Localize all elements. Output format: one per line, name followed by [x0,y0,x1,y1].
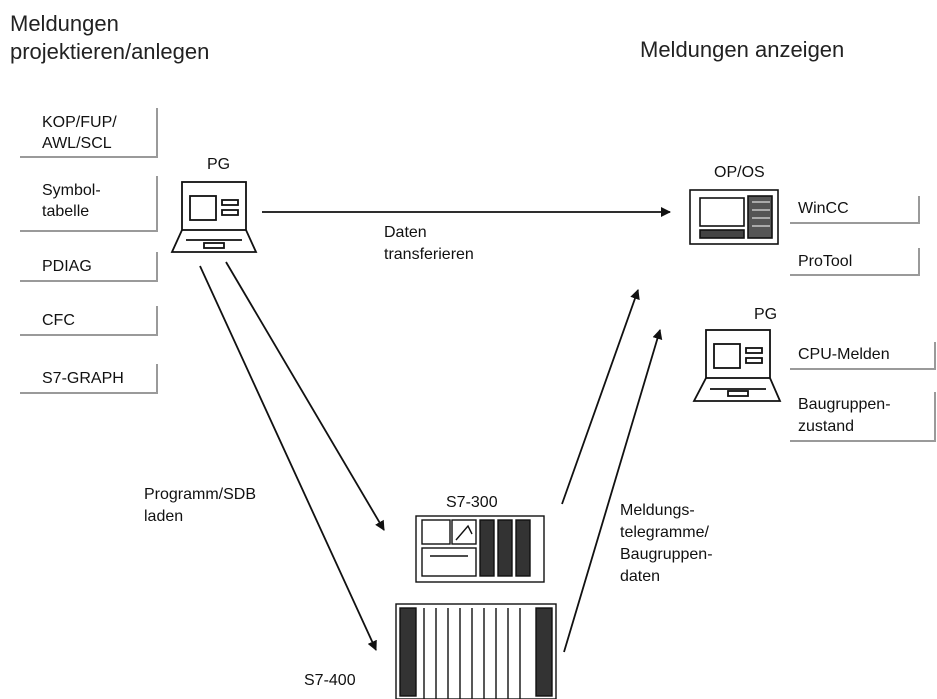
display-protool: ProTool [790,248,920,276]
tool-label: CFC [42,312,75,329]
display-baugruppen-line1: Baugruppen- [798,396,891,413]
telegram-label: Meldungs- telegramme/ Baugruppen- daten [620,500,713,588]
telegram-label-line1: Meldungs- [620,502,695,519]
pg-top-icon [170,181,258,253]
display-baugruppenzustand: Baugruppen- zustand [790,392,936,442]
tool-label: S7-GRAPH [42,370,124,387]
load-label-line2: laden [144,508,184,525]
telegram-label-line2: telegramme/ [620,524,709,541]
tool-cfc: CFC [20,306,158,336]
load-label-line1: Programm/SDB [144,486,257,503]
pg-right-icon [692,329,782,402]
arrow-pg-to-s7-300 [225,261,385,531]
display-wincc: WinCC [790,196,920,224]
tool-label-line2: tabelle [42,203,90,220]
display-baugruppen-line2: zustand [798,418,855,435]
tool-symboltabelle: Symbol- tabelle [20,176,158,232]
arrow-s7-400-to-op [563,329,663,653]
tool-kop-fup-awl-scl: KOP/FUP/ AWL/SCL [20,108,158,158]
s7-400-label: S7-400 [304,672,356,689]
s7-300-label: S7-300 [446,494,498,511]
telegram-label-line3: Baugruppen- [620,546,713,563]
op-os-icon [689,189,779,245]
tool-label-line1: KOP/FUP/ [42,114,117,131]
configure-heading-line2: projektieren/anlegen [10,39,210,64]
transfer-label-line1: Daten [384,224,427,241]
tool-label-line2: AWL/SCL [42,135,112,152]
op-os-label: OP/OS [714,164,765,181]
s7-300-icon [415,515,545,583]
tool-label: PDIAG [42,258,92,275]
configure-heading-line1: Meldungen [10,11,119,36]
pg-top-label: PG [207,156,231,173]
tool-s7-graph: S7-GRAPH [20,364,158,394]
transfer-label-line2: transferieren [384,246,474,263]
display-protool-label: ProTool [798,253,853,270]
tool-label-line1: Symbol- [42,182,101,199]
display-wincc-label: WinCC [798,200,849,217]
tool-pdiag: PDIAG [20,252,158,282]
s7-400-icon [395,603,557,699]
configure-heading: Meldungen projektieren/anlegen [10,10,209,66]
load-label: Programm/SDB laden [144,484,256,528]
arrow-s7-300-to-op [561,289,640,505]
telegram-label-line4: daten [620,568,661,585]
pg-right-label: PG [754,306,778,323]
display-cpu-melden-label: CPU-Melden [798,346,890,363]
display-cpu-melden: CPU-Melden [790,342,936,370]
transfer-label: Daten transferieren [384,222,474,266]
display-heading: Meldungen anzeigen [640,37,845,62]
arrow-pg-to-s7-400 [199,265,377,651]
